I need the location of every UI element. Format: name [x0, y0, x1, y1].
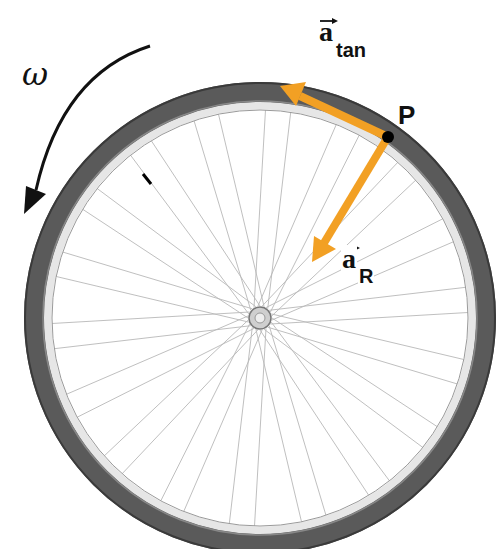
tire-edge	[25, 83, 495, 549]
spoke	[272, 180, 416, 316]
spoke	[272, 242, 454, 320]
spoke	[161, 324, 250, 501]
tire-inner-edge	[43, 101, 477, 535]
radial-arrow	[324, 140, 386, 243]
hub	[249, 307, 271, 329]
point-label: P	[398, 102, 415, 128]
spoke	[264, 329, 423, 447]
spoke	[270, 313, 468, 324]
spoke	[271, 314, 464, 360]
rim-edge	[52, 110, 468, 526]
radial-arrowhead	[312, 236, 336, 262]
spoke	[83, 209, 248, 318]
spoke	[52, 312, 250, 323]
spoke	[256, 329, 302, 522]
spoke	[270, 135, 359, 312]
angular-velocity-label: ω	[22, 58, 48, 90]
tangential-arrowhead	[280, 82, 306, 106]
tire	[34, 92, 486, 544]
vector-subscript: tan	[336, 40, 366, 60]
spoke	[254, 110, 265, 308]
rotation-arrow	[36, 46, 150, 190]
spoke	[255, 328, 266, 526]
spoke	[63, 252, 253, 309]
spoke	[104, 320, 248, 456]
rim	[47, 105, 473, 531]
tire-mark	[143, 174, 151, 184]
spoke	[258, 124, 336, 306]
spoke	[97, 189, 256, 307]
rotation-arrowhead	[24, 186, 46, 214]
spoke	[66, 316, 248, 394]
vector-subscript: R	[358, 266, 374, 286]
vector-symbol: a	[341, 245, 357, 273]
spoke	[272, 318, 437, 427]
vector-symbol: a	[319, 18, 333, 46]
spoke	[184, 330, 262, 512]
spoke	[260, 330, 369, 495]
tangential-arrow	[300, 96, 388, 137]
spoke	[77, 328, 254, 417]
hub-center	[255, 313, 265, 323]
point-p	[382, 131, 394, 143]
spoke	[266, 219, 443, 308]
spoke	[218, 114, 264, 307]
spokes	[52, 110, 468, 526]
spoke	[151, 141, 260, 306]
